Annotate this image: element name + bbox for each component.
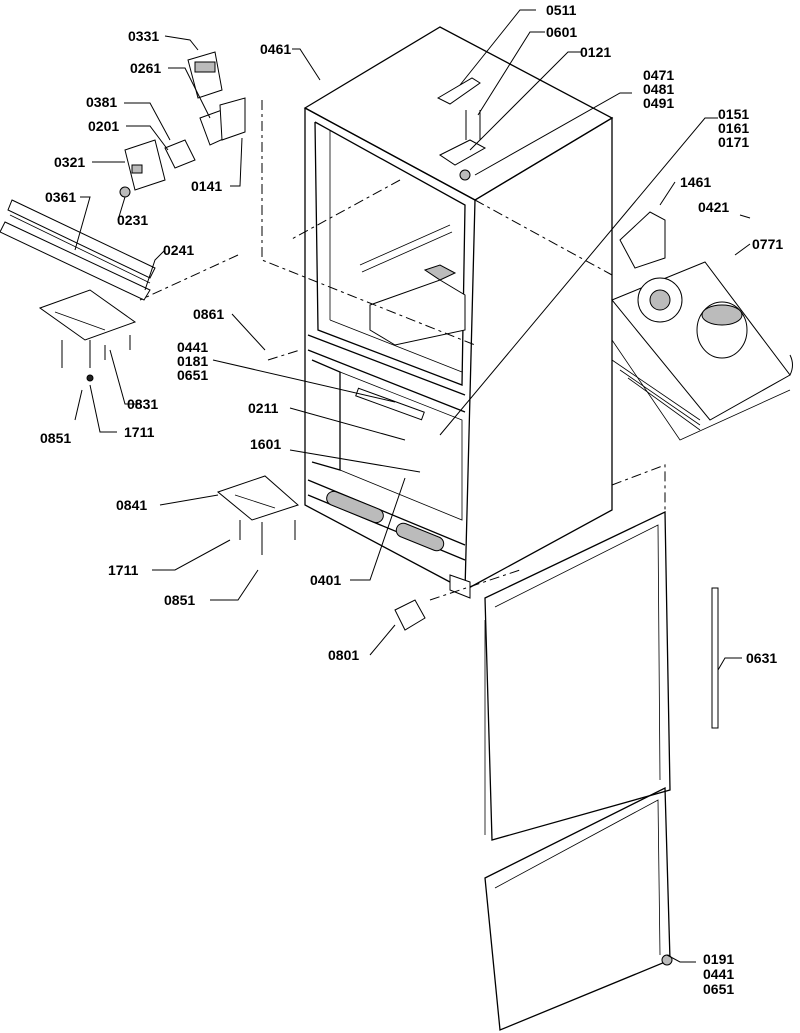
part-label: 0191 <box>703 951 734 967</box>
part-label: 0151 <box>718 106 749 122</box>
part-label: 1711 <box>108 562 139 578</box>
part-label: 0461 <box>260 41 291 57</box>
part-label: 0171 <box>718 134 749 150</box>
bottom-hinge <box>394 599 426 631</box>
part-label: 0331 <box>128 28 159 44</box>
lower-bracket <box>216 475 299 555</box>
part-label: 0601 <box>546 24 577 40</box>
part-label: 1461 <box>680 174 711 190</box>
part-label: 0861 <box>193 306 224 322</box>
part-label: 0631 <box>746 650 777 666</box>
leader-lines <box>74 9 751 963</box>
upper-bracket <box>38 289 137 382</box>
part-label: 0851 <box>164 592 195 608</box>
part-label: 0441 <box>703 966 734 982</box>
part-labels: 0331 0261 0381 0201 0321 0231 0141 0361 … <box>40 2 783 997</box>
part-label: 0321 <box>54 154 85 170</box>
part-label: 1711 <box>124 424 155 440</box>
part-label: 0851 <box>40 430 71 446</box>
part-label: 0121 <box>580 44 611 60</box>
part-label: 0381 <box>86 94 117 110</box>
part-label: 0161 <box>718 120 749 136</box>
part-label: 0511 <box>546 2 577 18</box>
door-upper <box>484 510 671 841</box>
part-label: 0651 <box>177 367 208 383</box>
part-label: 0141 <box>191 178 222 194</box>
part-label: 0211 <box>248 400 279 416</box>
assembly-lines <box>139 100 666 601</box>
part-label: 1601 <box>250 436 281 452</box>
part-label: 0771 <box>752 236 783 252</box>
part-label: 0441 <box>177 339 208 355</box>
part-label: 0231 <box>117 212 148 228</box>
part-label: 0421 <box>698 199 729 215</box>
part-label: 0491 <box>643 95 674 111</box>
refrigerator-cabinet <box>303 26 614 599</box>
part-label: 0471 <box>643 67 674 83</box>
part-label: 0201 <box>88 118 119 134</box>
top-hinge-assembly <box>436 77 487 181</box>
left-rail-parts <box>0 199 156 301</box>
part-label: 0841 <box>116 497 147 513</box>
part-label: 0831 <box>127 396 158 412</box>
part-label: 0481 <box>643 81 674 97</box>
part-label: 0651 <box>703 981 734 997</box>
door-lower <box>484 786 673 1031</box>
part-label: 0401 <box>310 572 341 588</box>
part-label: 0361 <box>45 189 76 205</box>
part-label: 0261 <box>130 60 161 76</box>
part-label: 0801 <box>328 647 359 663</box>
machine-compartment <box>611 211 793 441</box>
part-label: 0181 <box>177 353 208 369</box>
part-label: 0241 <box>163 242 194 258</box>
handle-rod <box>711 587 719 729</box>
control-housing-parts <box>119 51 246 198</box>
